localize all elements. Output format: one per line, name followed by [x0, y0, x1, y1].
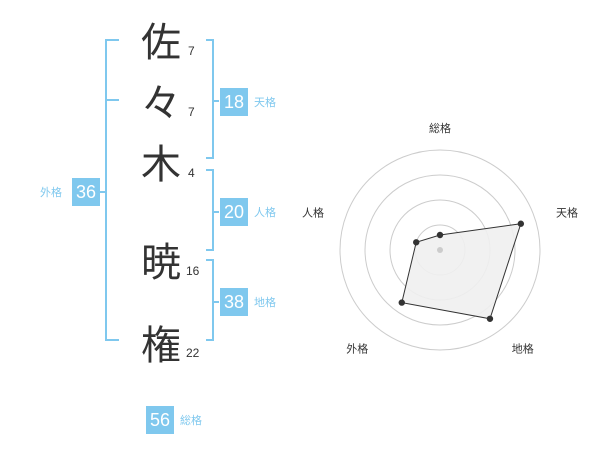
gaikaku-value: 36	[72, 178, 100, 206]
name-char-3: 木	[141, 142, 181, 188]
radar-axis-label-4: 人格	[302, 205, 324, 219]
tenkaku-label: 天格	[254, 96, 276, 109]
name-char-4: 暁	[141, 240, 181, 286]
radar-axis-label-2: 地格	[512, 342, 534, 356]
radar-axis-label-3: 外格	[346, 342, 368, 356]
soukaku-value: 56	[146, 406, 174, 434]
gaikaku-bracket	[105, 39, 119, 341]
radar-point-1	[517, 220, 525, 227]
name-char-5: 権	[141, 323, 181, 369]
jinkaku-bracket	[206, 169, 214, 251]
stroke-count-1: 7	[188, 44, 195, 58]
radar-polygon	[401, 223, 522, 320]
stroke-count-3: 4	[188, 166, 195, 180]
radar-axis-label-0: 総格	[429, 121, 451, 135]
chikaku-bracket	[206, 259, 214, 341]
radar-center	[437, 247, 443, 253]
stroke-count-4: 16	[186, 264, 200, 278]
radar-ring-3	[364, 174, 516, 326]
stroke-count-2: 7	[188, 105, 195, 119]
chikaku-value: 38	[220, 288, 248, 316]
soukaku-label: 総格	[180, 414, 202, 427]
radar-point-0	[436, 231, 444, 239]
name-char-2: 々	[141, 81, 181, 127]
tenkaku-value: 18	[220, 88, 248, 116]
radar-axis-label-1: 天格	[556, 205, 578, 219]
tenkaku-bracket	[206, 39, 214, 159]
jinkaku-label: 人格	[254, 206, 276, 219]
jinkaku-value: 20	[220, 198, 248, 226]
gaikaku-label: 外格	[40, 186, 62, 199]
chikaku-label: 地格	[254, 296, 276, 309]
stroke-count-5: 22	[186, 346, 200, 360]
radar-point-2	[486, 315, 494, 322]
radar-ring-4	[339, 149, 541, 351]
name-char-1: 佐	[141, 20, 181, 66]
radar-point-3	[398, 299, 405, 306]
radar-point-4	[413, 239, 420, 246]
